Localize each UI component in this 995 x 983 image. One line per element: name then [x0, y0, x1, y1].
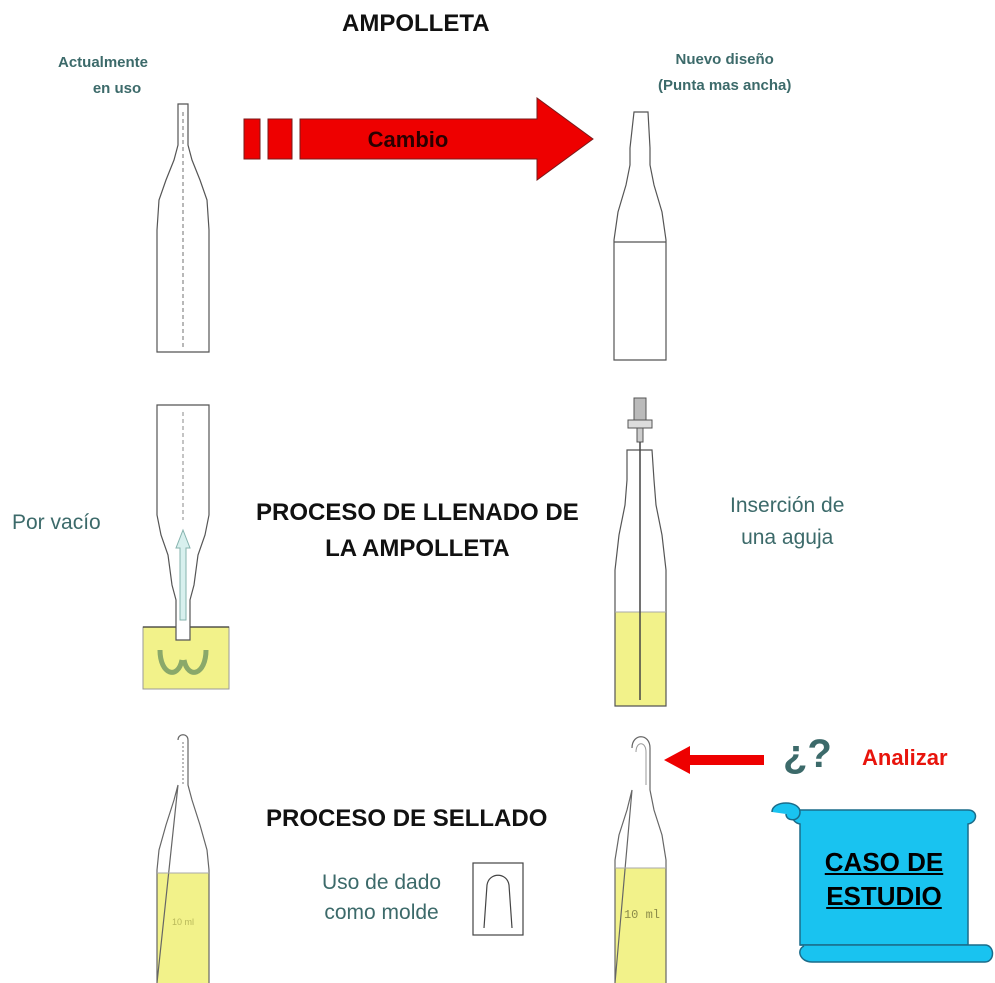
- ampoule-vacuum-fill: [142, 404, 230, 690]
- question-mark: ¿?: [783, 732, 832, 776]
- case-study-line2: ESTUDIO: [826, 881, 942, 911]
- arrow-label: Cambio: [368, 127, 449, 152]
- page-title: AMPOLLETA: [342, 10, 490, 37]
- filling-right-line1: Inserción de: [730, 494, 845, 517]
- case-study-line1: CASO DE: [824, 847, 944, 877]
- ampoule-new: [613, 111, 667, 361]
- ampoule-sealed-new: [614, 736, 667, 983]
- ampoule-current: [156, 103, 210, 353]
- new-label-line1: Nuevo diseño: [675, 51, 774, 68]
- ampoule-needle-fill: [614, 397, 667, 707]
- ampoule-marking-left: 10 ml: [172, 917, 194, 927]
- analyze-arrow: [664, 746, 764, 774]
- analyze-label: Analizar: [862, 745, 948, 770]
- mold-die: [472, 862, 524, 936]
- current-label-line1: Actualmente: [58, 54, 149, 71]
- ampoule-marking-right: 10 ml: [624, 908, 660, 922]
- sealing-title: PROCESO DE SELLADO: [266, 805, 548, 832]
- filling-right-label: Inserción de una aguja: [730, 490, 844, 554]
- filling-title-line2: LA AMPOLLETA: [325, 535, 510, 562]
- case-study-label: CASO DE ESTUDIO: [800, 845, 968, 913]
- current-label-line2: en uso: [92, 80, 142, 97]
- new-label: Nuevo diseño (Punta mas ancha): [658, 47, 791, 99]
- mold-label: Uso de dado como molde: [322, 868, 441, 928]
- mold-label-line2: como molde: [324, 901, 439, 924]
- filling-title-line1: PROCESO DE LLENADO DE: [256, 499, 579, 526]
- current-label: Actualmente en uso: [58, 50, 148, 102]
- new-label-line2: (Punta mas ancha): [658, 77, 792, 94]
- mold-label-line1: Uso de dado: [322, 871, 442, 894]
- filling-title: PROCESO DE LLENADO DE LA AMPOLLETA: [256, 495, 579, 567]
- case-study-scroll: [771, 802, 994, 963]
- filling-left-label: Por vacío: [12, 511, 101, 534]
- ampoule-sealed-current: [156, 734, 210, 983]
- filling-right-line2: una aguja: [741, 526, 834, 549]
- change-arrow: [243, 97, 594, 181]
